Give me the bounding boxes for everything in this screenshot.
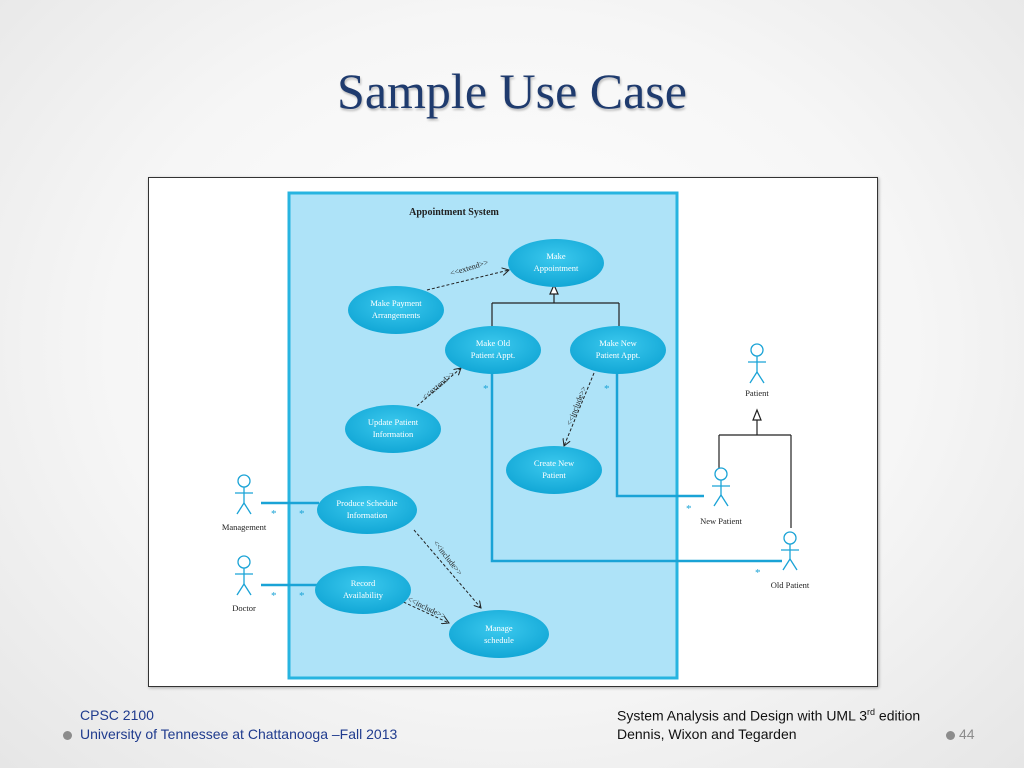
actor-new-patient-label: New Patient xyxy=(700,516,742,526)
svg-text:*: * xyxy=(755,567,761,579)
use-case-make-appointment: Make Appointment xyxy=(508,239,604,287)
use-case-record-availability: Record Availability xyxy=(315,566,411,614)
svg-text:*: * xyxy=(483,383,489,395)
include-create xyxy=(564,372,595,446)
use-case-create-new-patient: Create New Patient xyxy=(506,446,602,494)
actor-new-patient-icon xyxy=(712,467,730,507)
svg-text:Record: Record xyxy=(351,578,376,588)
svg-text:Create New: Create New xyxy=(534,458,575,468)
svg-text:*: * xyxy=(271,590,277,602)
include-record xyxy=(398,599,449,623)
actor-management-icon xyxy=(235,474,253,515)
svg-text:schedule: schedule xyxy=(484,635,514,645)
diagram-canvas: Appointment System xyxy=(222,191,810,680)
include-produce xyxy=(413,529,481,608)
svg-text:*: * xyxy=(299,590,305,602)
svg-text:Information: Information xyxy=(347,510,388,520)
use-case-produce-schedule: Produce Schedule Information xyxy=(317,486,417,534)
svg-text:Manage: Manage xyxy=(485,623,513,633)
footer-authors: Dennis, Wixon and Tegarden xyxy=(617,726,797,742)
svg-text:Make: Make xyxy=(546,251,566,261)
svg-text:Patient Appt.: Patient Appt. xyxy=(596,350,640,360)
assoc-new-patient xyxy=(615,373,704,498)
footer-university: University of Tennessee at Chattanooga –… xyxy=(80,726,398,742)
svg-text:Make Old: Make Old xyxy=(476,338,511,348)
use-case-update-patient-info: Update Patient Information xyxy=(345,405,441,453)
svg-text:Arrangements: Arrangements xyxy=(372,310,420,320)
svg-text:Make Payment: Make Payment xyxy=(370,298,422,308)
svg-text:Appointment: Appointment xyxy=(534,263,579,273)
use-case-make-old-patient-appt: Make Old Patient Appt. xyxy=(445,326,541,374)
actor-old-patient-label: Old Patient xyxy=(771,580,810,590)
slide-title: Sample Use Case xyxy=(337,63,687,119)
associations xyxy=(261,373,782,587)
actor-management-label: Management xyxy=(222,522,267,532)
assoc-old-patient xyxy=(490,373,782,563)
svg-text:Information: Information xyxy=(373,429,414,439)
footer-left-bullet xyxy=(63,731,72,740)
svg-text:Produce Schedule: Produce Schedule xyxy=(336,498,397,508)
svg-text:Update Patient: Update Patient xyxy=(368,417,419,427)
multiplicities: * * * * * * * * xyxy=(271,383,761,602)
use-case-make-payment: Make Payment Arrangements xyxy=(348,286,444,334)
system-name: Appointment System xyxy=(409,207,499,218)
use-case-manage-schedule: Manage schedule xyxy=(449,610,549,658)
extend-payment xyxy=(426,270,509,291)
footer-book: System Analysis and Design with UML 3rd … xyxy=(617,707,921,724)
footer-course: CPSC 2100 xyxy=(80,707,154,723)
use-case-diagram: Appointment System xyxy=(148,177,878,687)
use-case-make-new-patient-appt: Make New Patient Appt. xyxy=(570,326,666,374)
svg-text:*: * xyxy=(299,508,305,520)
actor-old-patient-icon xyxy=(781,531,799,571)
footer-right-bullet xyxy=(946,731,955,740)
actor-doctor-label: Doctor xyxy=(232,603,256,613)
svg-text:Patient Appt.: Patient Appt. xyxy=(471,350,515,360)
svg-text:Availability: Availability xyxy=(343,590,384,600)
actor-patient-icon xyxy=(748,343,766,384)
svg-text:Make New: Make New xyxy=(599,338,637,348)
page-number: 44 xyxy=(959,726,975,742)
dependencies xyxy=(398,270,595,623)
svg-text:Patient: Patient xyxy=(542,470,566,480)
generalization-appointment xyxy=(491,283,620,330)
generalization-patient xyxy=(718,408,792,528)
svg-text:*: * xyxy=(686,503,692,515)
svg-text:*: * xyxy=(271,508,277,520)
svg-text:*: * xyxy=(604,383,610,395)
actor-doctor-icon xyxy=(235,555,253,596)
actor-patient-label: Patient xyxy=(745,388,769,398)
